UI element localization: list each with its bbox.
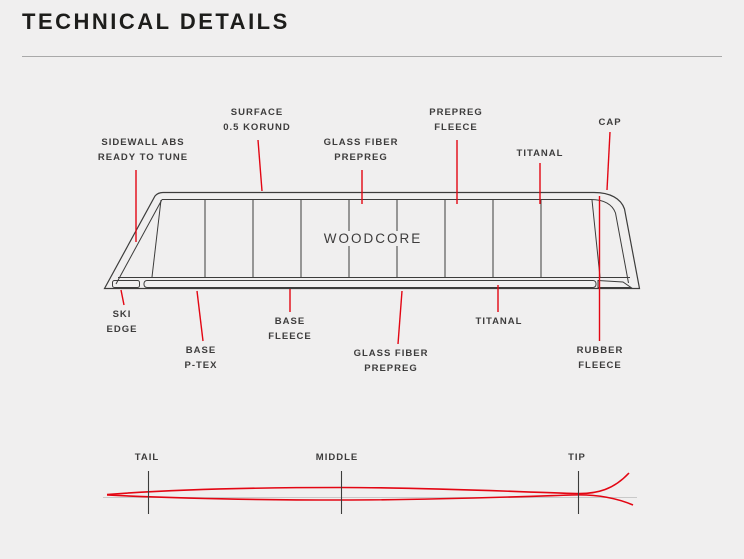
label-prepreg-fleece: PREPREG FLEECE [429, 107, 483, 133]
label-surface-korund: SURFACE 0.5 KORUND [223, 107, 291, 133]
cross-section-inner-left-line [115, 199, 163, 285]
profile-top-curve [106, 472, 630, 496]
leader-glass-fiber-bottom [397, 290, 403, 345]
profile-curves [106, 472, 634, 506]
leader-cap [606, 131, 611, 191]
label-base-fleece: BASE FLEECE [268, 316, 312, 342]
label-titanal-top: TITANAL [516, 148, 564, 159]
woodcore-right-boundary [591, 199, 601, 278]
cross-section-outer-outline [103, 191, 641, 290]
label-glass-fiber-prepreg-bottom: GLASS FIBER PREPREG [353, 348, 429, 374]
label-middle: MIDDLE [315, 452, 359, 463]
label-cap: CAP [598, 117, 622, 128]
label-glass-fiber-prepreg-top: GLASS FIBER PREPREG [323, 137, 399, 163]
label-ski-edge: SKI EDGE [106, 309, 138, 335]
leader-base-ptex [196, 290, 204, 342]
base-strip [143, 280, 597, 288]
label-rubber-fleece: RUBBER FLEECE [576, 345, 624, 371]
label-titanal-bottom: TITANAL [475, 316, 523, 327]
ski-edge-piece [112, 280, 140, 288]
profile-ticks [147, 471, 580, 514]
label-base-ptex: BASE P-TEX [184, 345, 218, 371]
leader-surface [257, 139, 263, 192]
label-tail: TAIL [134, 452, 160, 463]
label-woodcore: WOODCORE [311, 231, 435, 246]
label-sidewall-abs: SIDEWALL ABS READY TO TUNE [97, 137, 189, 163]
cross-section-inner-top-line [162, 199, 629, 284]
page-title: TECHNICAL DETAILS [22, 9, 290, 34]
leader-ski-edge [120, 289, 125, 306]
profile-bottom-curve [106, 494, 634, 506]
label-tip: TIP [568, 452, 586, 463]
header-divider [22, 56, 722, 57]
base-strip-right-taper [597, 279, 633, 288]
leader-lines [120, 131, 611, 345]
woodcore-left-boundary [151, 199, 162, 278]
